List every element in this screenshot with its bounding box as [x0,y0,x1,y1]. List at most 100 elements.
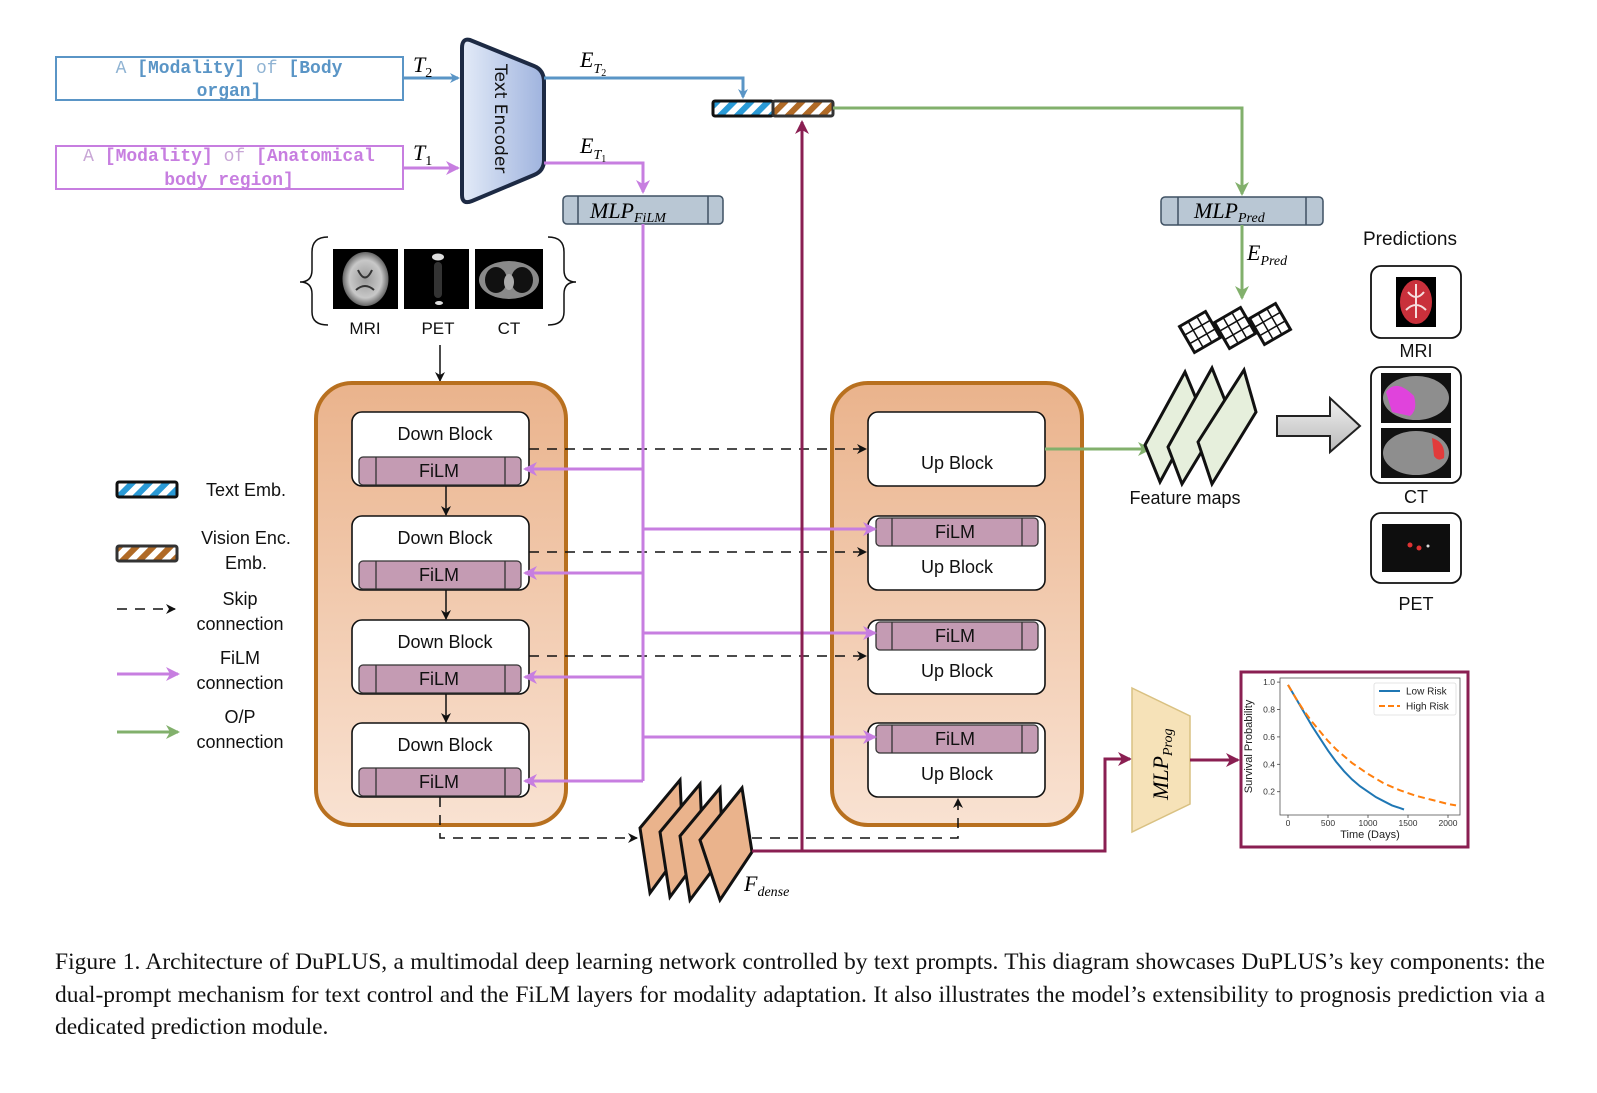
text-embedding-bar [711,99,775,118]
decoder-container [830,381,1084,827]
right-brace [547,236,577,326]
dense-to-decoder [752,798,963,839]
up-block-label: Up Block [921,661,994,681]
film-layer: FiLM [875,724,1039,754]
input-label-ct: CT [498,319,521,338]
et2-label: ET2 [579,47,606,79]
architecture-diagram: A [Modality] of [Body organ] A [Modality… [55,37,1470,904]
prediction-label-mri: MRI [1400,341,1433,361]
t1-label: T1 [413,140,432,169]
dense-feature-maps [638,776,754,904]
input-label-pet: PET [421,319,454,338]
film-label: FiLM [419,461,459,481]
film-layer: FiLM [358,664,522,694]
film-label: FiLM [935,729,975,749]
legend-skip-line2: connection [196,614,283,634]
prediction-label-pet: PET [1398,594,1433,614]
mlp-prog: MLPProg [1131,686,1191,834]
film-layer: FiLM [358,456,522,486]
x-tick-label: 1000 [1359,818,1378,828]
film-label: FiLM [419,565,459,585]
legend-text-emb: Text Emb. [206,480,286,500]
legend-film-line1: FiLM [220,648,260,668]
y-tick-label: 0.4 [1263,759,1275,769]
skip-connections [439,444,963,843]
up-block-label: Up Block [921,764,994,784]
prediction-mri [1370,265,1462,339]
prediction-label-ct: CT [1404,487,1428,507]
skip-to-dense [439,797,638,843]
series-line-high-risk [1287,684,1457,807]
film-label: FiLM [935,522,975,542]
prompt-t2: A [Modality] of [Body organ] [55,56,404,102]
left-brace [299,236,329,326]
up-block-label: Up Block [921,453,994,473]
up-block: Up Block [867,411,1046,487]
input-images: MRI PET CT [299,236,577,338]
prompt-t2-line2: organ] [197,82,262,102]
down-block-label: Down Block [397,424,493,444]
x-tick-label: 2000 [1439,818,1458,828]
kernel-grids [1177,301,1293,355]
prompt-t1-line2: body region] [164,171,294,191]
vision-embedding-icon [115,544,179,563]
y-tick-label: 1.0 [1263,677,1275,687]
t2-label: T2 [413,52,432,81]
mlp-pred-label: MLPPred [1193,198,1266,226]
input-label-mri: MRI [349,319,380,338]
et1-label: ET1 [579,133,606,165]
down-block-label: Down Block [397,735,493,755]
x-tick-label: 0 [1286,818,1291,828]
dense-label: Fdense [743,871,789,900]
figure-caption: Figure 1. Architecture of DuPLUS, a mult… [55,949,1545,1040]
legend-skip-line1: Skip [222,589,257,609]
film-connections [523,224,877,788]
text-embedding-icon [115,480,179,499]
film-layer: FiLM [358,560,522,590]
down-block-label: Down Block [397,632,493,652]
legend-film-line2: connection [196,673,283,693]
legend-entry: High Risk [1406,702,1450,713]
prediction-arrow-icon [1276,395,1362,455]
encoder-container [314,381,568,827]
film-layer: FiLM [875,517,1039,547]
legend-output-line1: O/P [224,707,255,727]
ct-input-image [475,249,543,309]
x-tick-label: 1500 [1399,818,1418,828]
svg-text:A [Modality] of [Body: A [Modality] of [Body [116,59,343,79]
prompt-t2-text-a: A [116,59,138,79]
up-block: Up Block FiLM [867,722,1046,798]
mlp-prog-label: MLPProg [1148,729,1176,801]
mri-input-image [333,249,398,309]
y-axis-label: Survival Probability [1243,699,1255,793]
epred-label: EPred [1246,240,1288,269]
up-block: Up Block FiLM [867,619,1046,695]
film-label: FiLM [419,669,459,689]
prediction-ct [1370,366,1462,484]
svg-text:A [Modality] of [Anatomical: A [Modality] of [Anatomical [83,147,375,167]
y-tick-label: 0.6 [1263,732,1275,742]
film-layer: FiLM [875,621,1039,651]
x-axis-label: Time (Days) [1340,829,1399,841]
text-encoder-label: Text Encoder [490,63,510,173]
down-block-label: Down Block [397,528,493,548]
predictions-title: Predictions [1363,229,1457,250]
mlp-pred: MLPPred [1160,196,1324,226]
x-tick-label: 500 [1321,818,1335,828]
mlp-film: MLPFiLM [562,195,724,226]
series-line-low-risk [1287,684,1405,811]
feature-maps-label: Feature maps [1129,488,1240,508]
et2-arrow [544,76,748,99]
legend-vision-emb-line1: Vision Enc. [201,528,291,548]
y-tick-label: 0.2 [1263,787,1275,797]
mlp-film-label: MLPFiLM [589,198,667,226]
film-layer: FiLM [358,767,522,797]
film-label: FiLM [935,626,975,646]
